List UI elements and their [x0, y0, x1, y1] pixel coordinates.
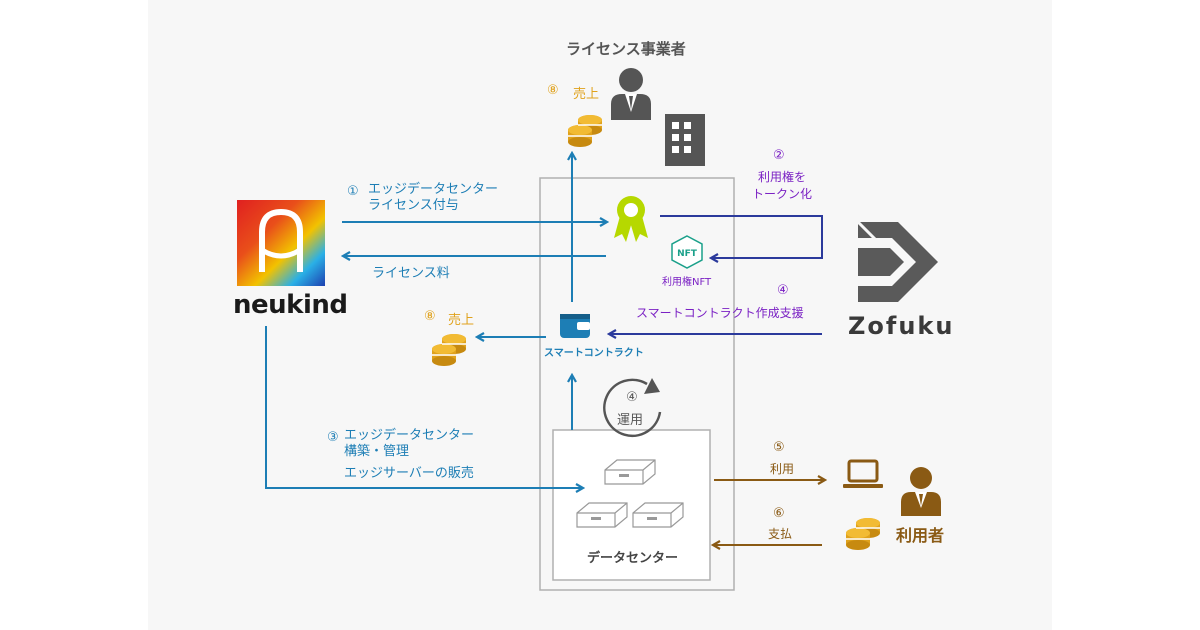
flow6-label: 支払 [768, 527, 793, 541]
licensee-title: ライセンス事業者 [566, 40, 686, 58]
zofuku-logo-icon [856, 220, 938, 302]
left-sales-label: 売上 [448, 313, 475, 328]
flow3-line2: 構築・管理 [344, 444, 410, 459]
flow4-num: ④ [777, 283, 789, 298]
server-icon [604, 459, 656, 485]
flow1-line1: エッジデータセンター [368, 182, 499, 197]
coins-icon [431, 333, 467, 367]
zofuku-name: Zofuku [848, 312, 955, 340]
arrow-tokenize [660, 215, 823, 258]
wallet-label: スマートコントラクト [544, 348, 644, 359]
arrow-neukind-build [265, 326, 582, 488]
flow3-line3: エッジサーバーの販売 [344, 466, 474, 481]
nft-icon: NFT [671, 235, 703, 269]
licensee-sales-label: 売上 [573, 87, 600, 102]
server-icon [632, 502, 684, 528]
wallet-icon [560, 314, 590, 338]
coins-icon [567, 114, 603, 148]
neukind-logo-icon [237, 200, 325, 286]
operation-cycle-icon [603, 378, 662, 438]
licensee-sales-num: ⑧ [547, 83, 559, 98]
svg-text:NFT: NFT [677, 249, 698, 259]
datacenter-box [552, 429, 711, 581]
award-icon [614, 196, 648, 242]
flow2-line1: 利用権を [757, 170, 806, 184]
flow2-line2: トークン化 [751, 187, 812, 201]
flow2-num: ② [773, 148, 785, 163]
license-fee-label: ライセンス料 [372, 266, 450, 281]
left-sales-num: ⑧ [424, 309, 436, 324]
neukind-name: neukind [233, 290, 348, 320]
flow1-line2: ライセンス付与 [368, 198, 459, 213]
flow5-num: ⑤ [773, 440, 785, 455]
flow6-num: ⑥ [773, 506, 785, 521]
ops-num: ④ [626, 390, 638, 405]
datacenter-label: データセンター [587, 551, 679, 566]
flow4-label: スマートコントラクト作成支援 [636, 306, 804, 320]
ops-label: 運用 [617, 413, 644, 428]
flow1-num: ① [347, 184, 359, 199]
platform-box [539, 177, 735, 591]
coins-icon [845, 517, 881, 551]
server-icon [576, 502, 628, 528]
laptop-icon [843, 459, 883, 488]
nft-label: 利用権NFT [662, 277, 712, 288]
flow3-num: ③ [327, 430, 339, 445]
flow5-label: 利用 [770, 462, 795, 476]
user-person-icon [901, 467, 941, 516]
building-icon [665, 114, 705, 166]
licensee-person-icon [611, 68, 651, 120]
user-label: 利用者 [896, 526, 945, 545]
flow3-line1: エッジデータセンター [344, 428, 475, 443]
